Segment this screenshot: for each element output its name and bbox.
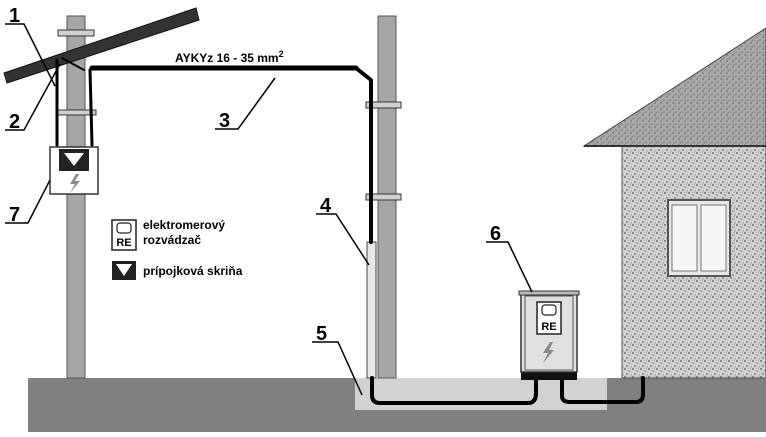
connection-box-icon (64, 153, 84, 166)
cabinet-lightning-icon (543, 342, 554, 363)
lightning-icon (70, 174, 80, 193)
legend-meter-line1: elektromerový (143, 218, 225, 232)
meter-box-icon: RE (111, 219, 137, 251)
house-window (667, 199, 731, 277)
pole-meter-box (49, 146, 99, 195)
cable-trench (355, 378, 607, 410)
callout-5: 5 (316, 323, 327, 345)
callout-6: 6 (490, 223, 501, 245)
right-pole (365, 15, 402, 379)
callout-4: 4 (320, 195, 332, 217)
overhead-line (3, 7, 200, 84)
cabinet-re-label: RE (541, 321, 556, 333)
callout-1: 1 (9, 5, 20, 27)
cable-route (55, 57, 645, 405)
legend-meter-line2: rozvádzač (143, 233, 201, 247)
legend-connection-box: prípojková skriňa (143, 264, 243, 278)
callout-2: 2 (9, 111, 20, 133)
callout-7: 7 (9, 204, 20, 226)
connection-box-legend-icon (112, 261, 136, 280)
legend: RE elektromerový rozvádzač prípojková sk… (111, 218, 243, 280)
cable-label: AYKYz 16 - 35 mm2 (175, 49, 284, 65)
electricity-meter-cabinet: RE (518, 290, 580, 380)
house-roof (582, 27, 766, 147)
house (582, 27, 766, 379)
callout-3: 3 (219, 110, 230, 132)
callout-leaders (5, 23, 533, 396)
legend-re-label: RE (116, 237, 131, 249)
